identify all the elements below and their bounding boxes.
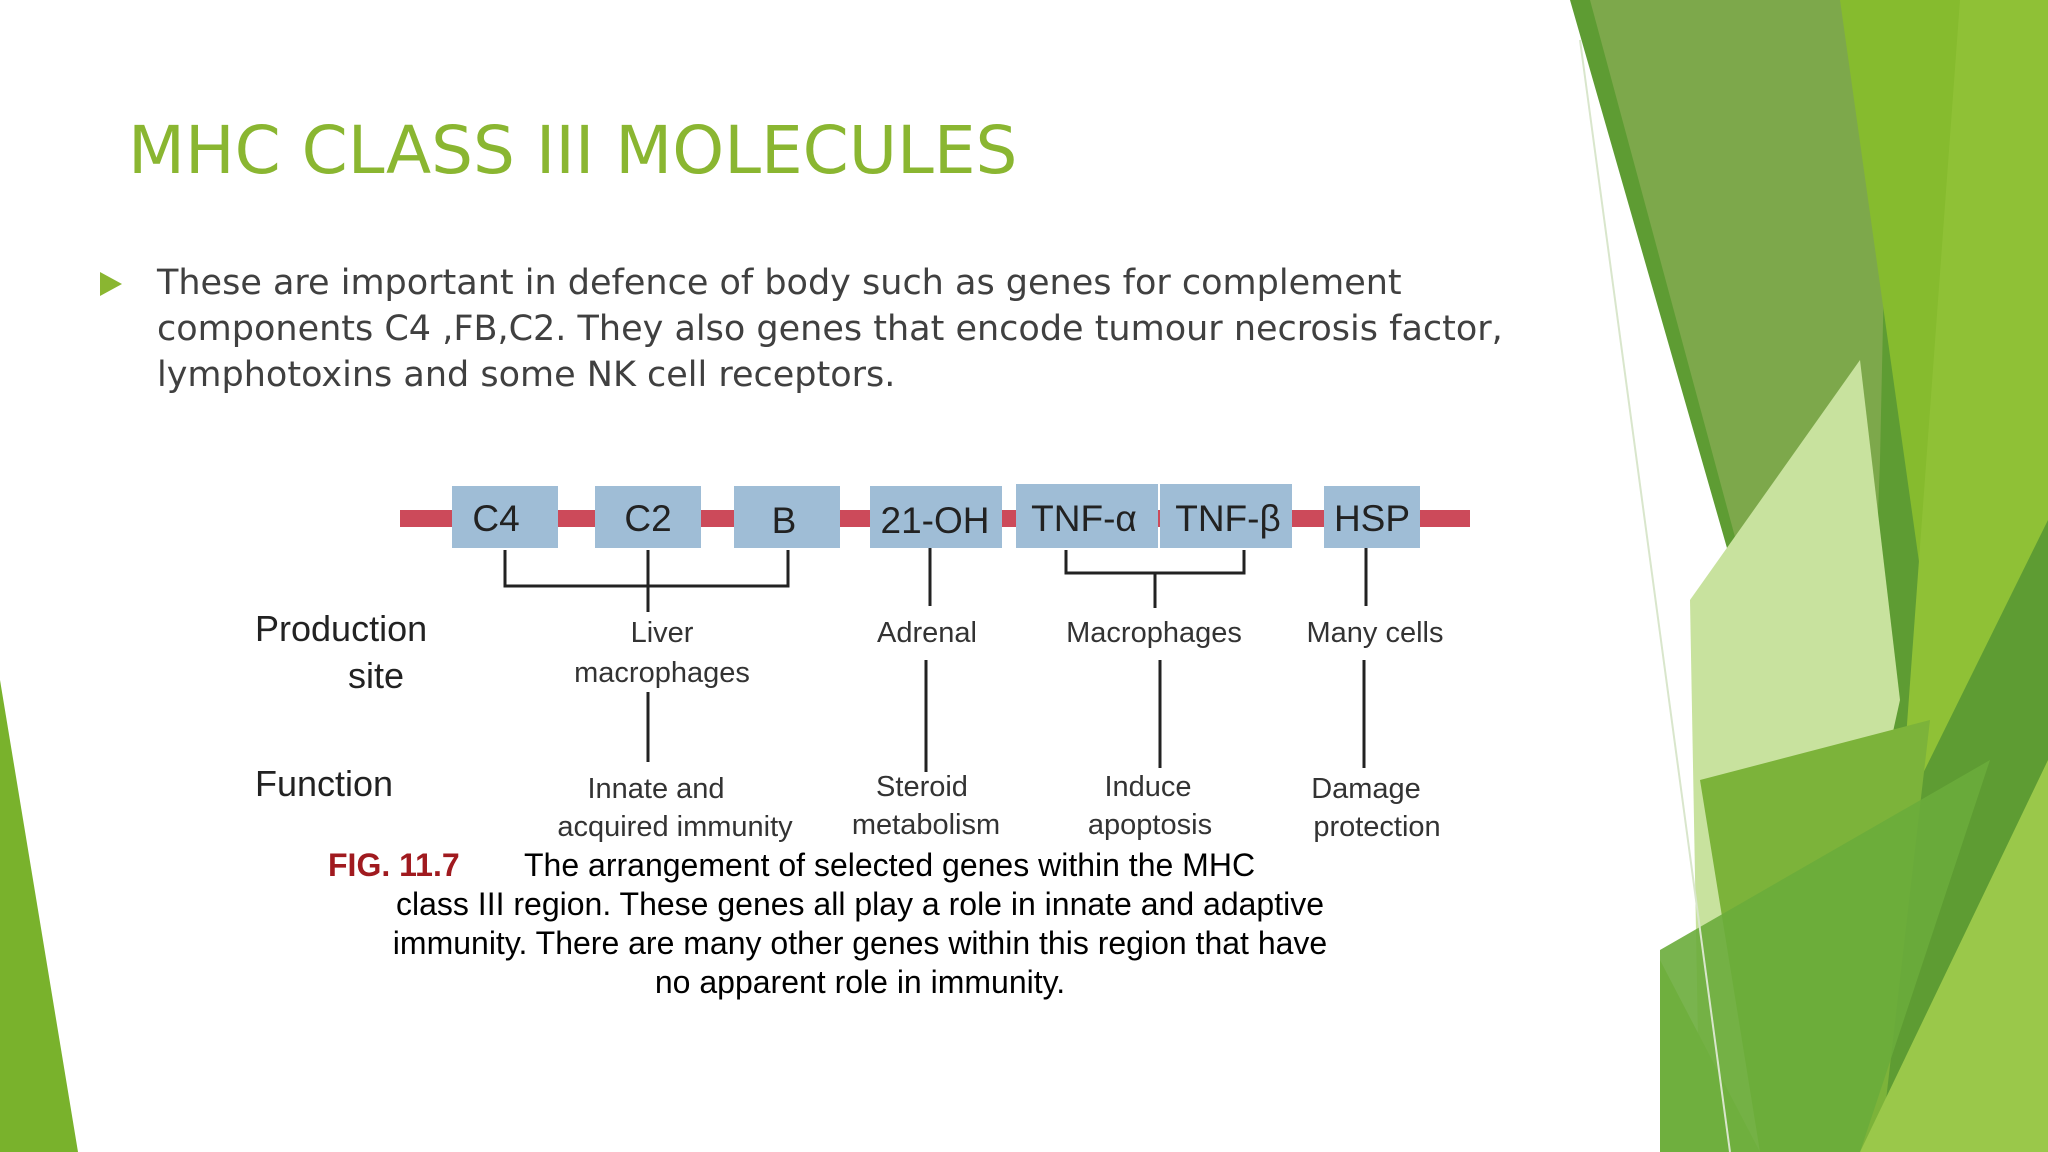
function-innate-line2: acquired immunity xyxy=(557,811,793,843)
gene-box-tnf-beta xyxy=(1160,484,1292,548)
production-liver-line1: Liver xyxy=(631,617,694,649)
gene-box-b xyxy=(734,486,840,548)
gene-label-c4: C4 xyxy=(472,498,519,539)
gene-box-hsp xyxy=(1324,486,1420,548)
right-decorative-panel xyxy=(1570,0,2048,1152)
function-steroid-line1: Steroid xyxy=(876,771,968,803)
function-label: Function xyxy=(255,763,393,804)
function-damage-line2: protection xyxy=(1313,811,1440,843)
slide-title: MHC CLASS III MOLECULES xyxy=(128,112,1018,189)
production-adrenal: Adrenal xyxy=(877,617,977,649)
production-site-label-line2: site xyxy=(348,655,404,696)
gene-label-hsp: HSP xyxy=(1334,498,1410,539)
production-site-label-line1: Production xyxy=(255,608,427,649)
figure-caption-line2: class III region. These genes all play a… xyxy=(396,886,1324,922)
gene-box-tnf-alpha xyxy=(1016,484,1158,548)
triangle-bullet-icon xyxy=(100,272,122,296)
function-apoptosis-line2: apoptosis xyxy=(1088,809,1212,841)
production-many-cells: Many cells xyxy=(1307,617,1444,649)
function-apoptosis-line1: Induce xyxy=(1104,771,1191,803)
gene-box-c4 xyxy=(452,486,558,548)
function-steroid-line2: metabolism xyxy=(852,809,1000,841)
function-innate-line1: Innate and xyxy=(587,773,724,805)
figure-caption-line3: immunity. There are many other genes wit… xyxy=(393,925,1327,961)
figure-caption-label: FIG. 11.7 xyxy=(328,847,460,883)
figure-caption-line1: The arrangement of selected genes within… xyxy=(524,847,1255,883)
connector-lines xyxy=(503,548,1368,772)
gene-box-c2 xyxy=(595,486,701,548)
gene-box-21oh xyxy=(870,486,1002,548)
gene-label-c2: C2 xyxy=(624,498,671,539)
production-macrophages: Macrophages xyxy=(1066,617,1242,649)
gene-label-b: B xyxy=(772,500,797,541)
production-liver-line2: macrophages xyxy=(574,657,750,689)
function-damage-line1: Damage xyxy=(1311,773,1421,805)
left-decorative-strip xyxy=(0,680,78,1152)
gene-label-tnf-beta: TNF-β xyxy=(1175,498,1281,539)
gene-label-21oh: 21-OH xyxy=(881,500,990,541)
gene-label-tnf-alpha: TNF-α xyxy=(1031,498,1137,539)
figure-caption-line4: no apparent role in immunity. xyxy=(655,964,1065,1000)
bullet-text: These are important in defence of body s… xyxy=(157,263,1503,395)
